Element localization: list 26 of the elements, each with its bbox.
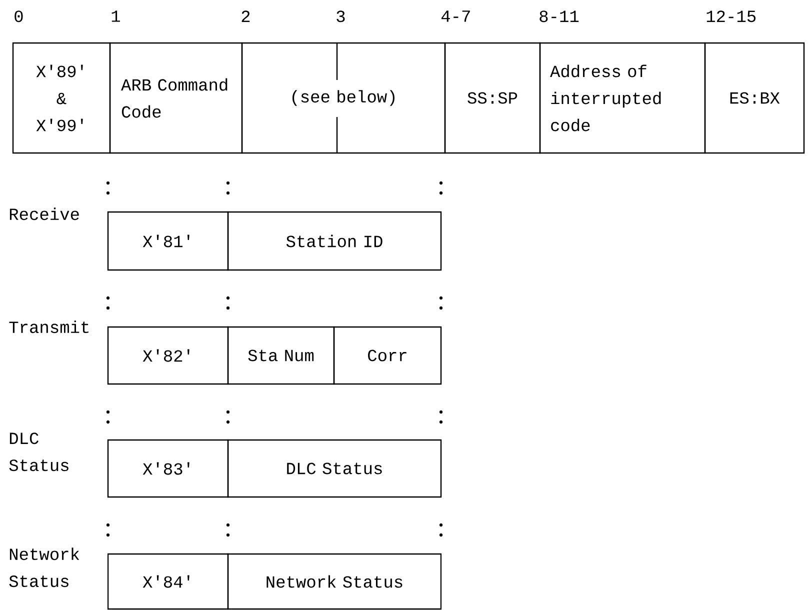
field-cell: Address of interrupted code	[539, 42, 706, 154]
byte-offset: 2	[242, 10, 250, 22]
field-cell: (see below)	[241, 42, 446, 154]
byte-offset: 0	[14, 10, 23, 22]
byte-offset: 8-11	[540, 10, 579, 22]
field-cell: X'81'	[107, 211, 229, 271]
field-cell: DLC Status	[227, 439, 442, 498]
field-cell: Corr	[333, 326, 442, 385]
row-label: Network Status	[9, 548, 80, 588]
byte-offset: 4-7	[441, 10, 470, 22]
field-cell: X'83'	[107, 439, 229, 498]
field-cell: X'84'	[107, 553, 229, 610]
field-cell: X'89' & X'99'	[12, 42, 111, 154]
row-label: DLC Status	[9, 432, 68, 472]
byte-offset: 3	[336, 10, 345, 22]
row-label: Transmit	[9, 320, 88, 334]
field-cell: ARB Command Code	[109, 42, 243, 154]
field-cell: SS:SP	[444, 42, 541, 154]
row-label: Receive	[10, 208, 79, 220]
field-cell: Network Status	[227, 553, 442, 610]
field-cell: ES:BX	[704, 42, 805, 154]
byte-offset: 12-15	[706, 10, 756, 22]
byte-offset: 1	[112, 10, 120, 22]
field-cell: Station ID	[227, 211, 442, 271]
field-cell: X'82'	[107, 326, 229, 385]
field-cell: Sta Num	[227, 326, 335, 385]
